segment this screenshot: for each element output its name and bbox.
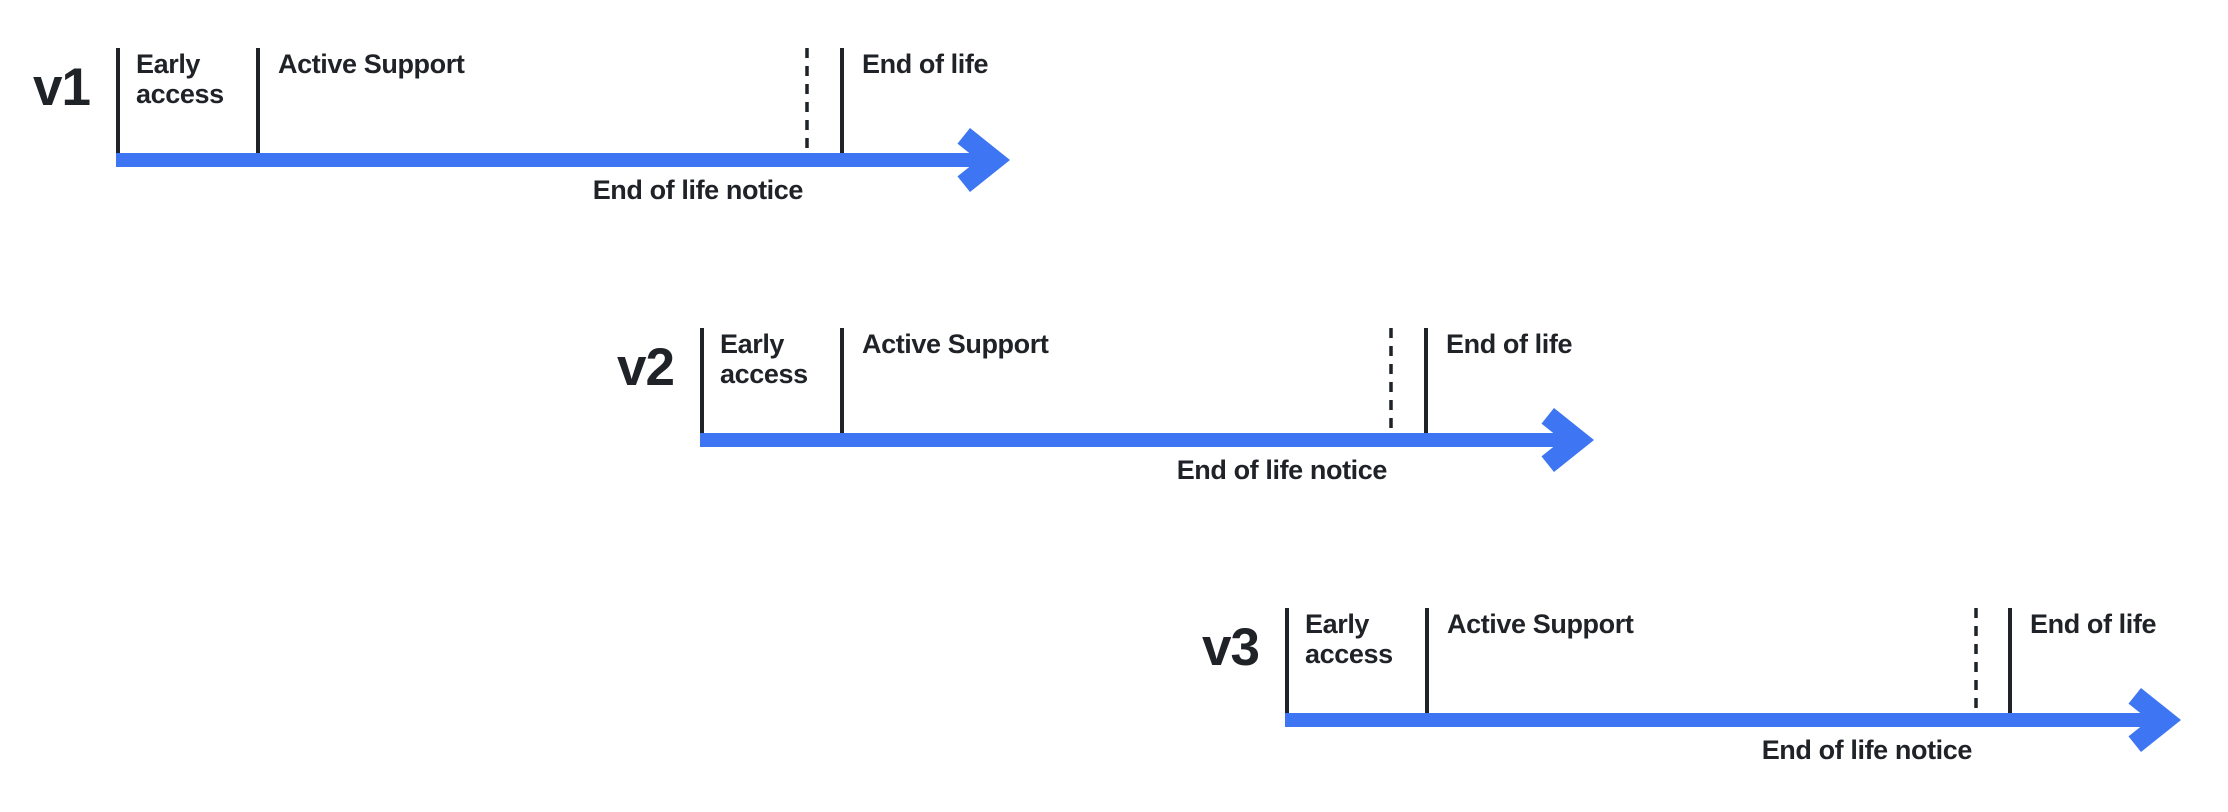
early-access-label: Early access [720, 329, 808, 389]
early-access-line1: Early [1305, 609, 1370, 639]
early-access-line2: access [136, 79, 224, 109]
version-label: v2 [617, 338, 675, 397]
arrow-head-icon [1541, 408, 1594, 472]
arrow-head-icon [2128, 688, 2181, 752]
end-of-life-label: End of life [2030, 609, 2157, 639]
early-access-line1: Early [720, 329, 785, 359]
version-label: v3 [1202, 618, 1260, 677]
eol-notice-label: End of life notice [592, 175, 804, 205]
early-access-label: Early access [1305, 609, 1393, 669]
arrow-head-icon [957, 128, 1010, 192]
end-of-life-label: End of life [1446, 329, 1573, 359]
active-support-label: Active Support [862, 329, 1049, 359]
eol-notice-label: End of life notice [1761, 735, 1973, 765]
eol-notice-label: End of life notice [1176, 455, 1388, 485]
timeline-v1 [116, 48, 1010, 192]
early-access-line2: access [1305, 639, 1393, 669]
version-label: v1 [33, 58, 91, 117]
active-support-label: Active Support [1447, 609, 1634, 639]
timeline-bar [700, 433, 1568, 447]
early-access-label: Early access [136, 49, 224, 109]
end-of-life-label: End of life [862, 49, 989, 79]
early-access-line1: Early [136, 49, 201, 79]
timeline-v3 [1285, 608, 2181, 752]
timeline-v2 [700, 328, 1594, 472]
timeline-bar [1285, 713, 2153, 727]
active-support-label: Active Support [278, 49, 465, 79]
timeline-bar [116, 153, 984, 167]
early-access-line2: access [720, 359, 808, 389]
